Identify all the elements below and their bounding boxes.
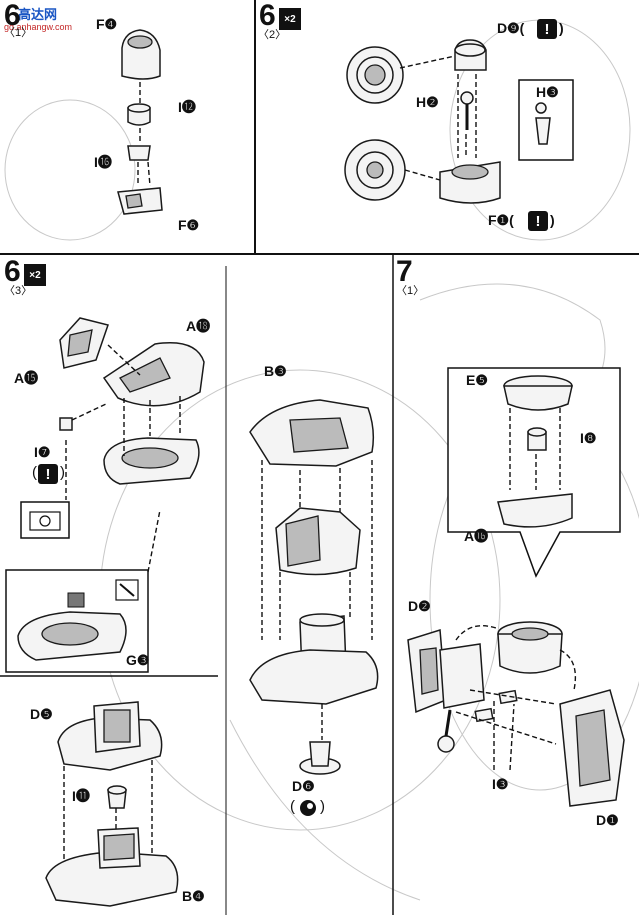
detail-circle-top [346,46,404,104]
step-sub-6-1: 〈1〉 [4,27,33,39]
step-number-6-2: 6 [259,0,276,32]
part-h3-detail [518,79,574,161]
multiplier-badge-6-3: ×2 [24,264,46,286]
part-h2 [460,91,474,130]
label-f1: F❶( [488,212,514,228]
part-i3-left [498,689,518,705]
paren-d6-open: ( [290,798,295,815]
part-a18 [102,342,205,407]
step-number-7-1: 7 [396,255,413,288]
label-i11: I⓫ [72,788,90,804]
part-d6 [299,741,341,775]
part-f6 [117,187,163,215]
part-a15 [59,317,109,369]
part-d9 [454,39,487,71]
label-i16: I⓰ [94,154,112,170]
watermark-logo: 高达网 [18,7,58,22]
part-f1 [439,161,501,204]
part-a16 [497,493,573,528]
part-b3 [249,399,375,467]
label-i3: I❸ [492,776,509,792]
part-i16 [127,145,151,161]
part-i11 [107,785,127,809]
label-h3: H❸ [536,84,559,100]
paren-i7-open: ( [32,464,37,481]
part-e5 [503,375,573,411]
label-a16: A⓰ [464,528,489,544]
label-f6: F❻ [178,217,200,233]
step-number-6-3: 6 [4,255,21,288]
part-under-base [103,437,200,485]
label-i8: I❽ [580,430,597,446]
label-a18: A⓲ [186,318,211,334]
label-d6: D❻ [292,778,315,794]
label-b4: B❹ [182,888,205,904]
warning-icon-i7: ! [38,464,58,484]
paren-i7-close: ) [60,464,65,481]
part-hip-joint [497,621,563,674]
part-d2 [407,629,485,714]
part-a18-assembly [275,507,361,576]
label-e5: E❺ [466,372,488,388]
part-i12 [127,103,151,126]
step-number-6-1: 6 [4,0,21,32]
part-d1 [559,689,625,807]
label-f1-close: ) [550,212,555,228]
paren-d6-close: ) [320,798,325,815]
label-a15: A⓯ [14,370,39,386]
label-d1: D❶ [596,812,619,828]
warning-icon-d9: ! [537,19,557,39]
detail-callout-7 [447,367,621,578]
step-sub-6-3: 〈3〉 [4,285,33,297]
step-sub-6-2: 〈2〉 [258,29,287,41]
sticker-detail-box [20,501,70,539]
label-d2: D❷ [408,598,431,614]
multiplier-badge-6-2: ×2 [279,8,301,30]
part-base-plate [249,649,379,705]
label-d5: D❺ [30,706,53,722]
label-d9: D❾( [497,20,525,36]
part-d5 [57,701,163,771]
label-b3: B❸ [264,363,287,379]
part-ball-joint [437,709,455,753]
black-circle-icon [300,800,316,816]
part-i7 [59,417,73,431]
warning-icon-f1: ! [528,211,548,231]
step-sub-7-1: 〈1〉 [396,285,425,297]
label-h2: H❷ [416,94,439,110]
watermark-url: gd.anhangw.com [4,22,73,32]
part-i3-right [474,707,494,723]
part-i8 [527,427,547,451]
part-f4 [121,29,161,80]
label-d9-close: ) [559,20,564,36]
part-b4 [45,827,179,907]
cutter-icon [115,579,139,601]
detail-circle-bottom [344,139,406,201]
label-i7: I❼ [34,444,51,460]
label-g3: G❸ [126,652,150,668]
label-f4: F❹ [96,16,118,32]
label-i12: I⓬ [178,99,196,115]
